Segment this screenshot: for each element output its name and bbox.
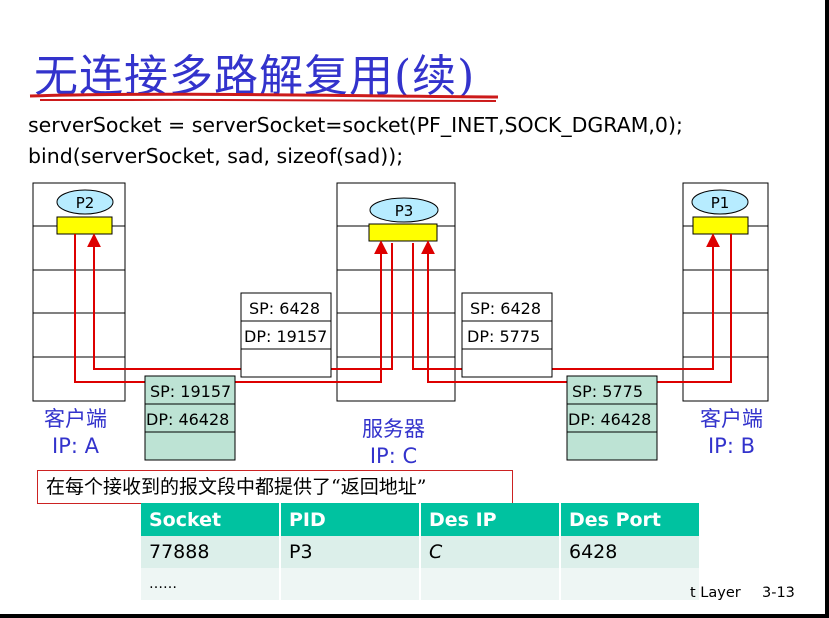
process-p1-oval: P1 [691,189,749,215]
table-cell [420,568,561,600]
svg-text:P3: P3 [395,202,414,220]
server-ip: IP: C [369,444,418,468]
server-socket [368,223,438,242]
table-cell: P3 [280,536,421,568]
svg-text:P1: P1 [711,194,730,212]
footer-page-number: 3-13 [762,585,795,601]
table-header-des-port: Des Port [560,503,701,536]
table-header-socket: Socket [141,503,281,536]
client-a-ip: IP: A [52,434,99,458]
svg-text:SP: 5775: SP: 5775 [572,382,643,401]
svg-text:P2: P2 [76,194,95,212]
segment-client-b: SP: 5775 DP: 46428 [566,375,658,461]
table-cell: C [420,536,561,568]
svg-text:DP: 46428: DP: 46428 [568,410,651,429]
svg-text:SP: 6428: SP: 6428 [470,299,541,318]
code-line-bind: bind(serverSocket, sad, sizeof(sad)); [28,144,404,168]
client-a-name: 客户端 [44,407,107,431]
table-header-pid: PID [280,503,421,536]
client-b-ip: IP: B [707,434,755,458]
table-cell [280,568,421,600]
segment-server-to-b: SP: 6428 DP: 5775 [461,292,553,378]
table-header-row: Socket PID Des IP Des Port [141,503,701,536]
table-row: …… [141,568,701,600]
svg-text:DP: 19157: DP: 19157 [244,327,327,346]
table-row: 77888 P3 C 6428 [141,536,701,568]
table-cell: 6428 [560,536,701,568]
segment-server-to-a: SP: 6428 DP: 19157 [240,292,332,378]
segment-client-a: SP: 19157 DP: 46428 [144,375,236,461]
svg-text:SP: 6428: SP: 6428 [249,299,320,318]
server-name: 服务器 [362,417,425,441]
client-b-socket [692,216,749,235]
process-p3-oval: P3 [369,197,439,223]
table-cell [560,568,701,600]
process-p2-oval: P2 [56,189,114,215]
svg-text:DP: 5775: DP: 5775 [467,327,540,346]
server-label: 服务器 IP: C [362,416,425,470]
svg-text:DP: 46428: DP: 46428 [146,410,229,429]
client-b-label: 客户端 IP: B [700,406,763,460]
table-header-des-ip: Des IP [420,503,561,536]
table-cell: …… [141,568,281,600]
code-line-socket: serverSocket = serverSocket=socket(PF_IN… [28,113,683,137]
return-address-note: 在每个接收到的报文段中都提供了“返回地址” [37,470,513,504]
svg-text:SP: 19157: SP: 19157 [150,382,231,401]
socket-lookup-table: Socket PID Des IP Des Port 77888 P3 C 64… [141,503,701,600]
footer-layer-label: t Layer [690,585,741,601]
client-b-name: 客户端 [700,407,763,431]
table-cell: 77888 [141,536,281,568]
client-a-label: 客户端 IP: A [44,406,107,460]
client-a-socket [56,216,113,235]
